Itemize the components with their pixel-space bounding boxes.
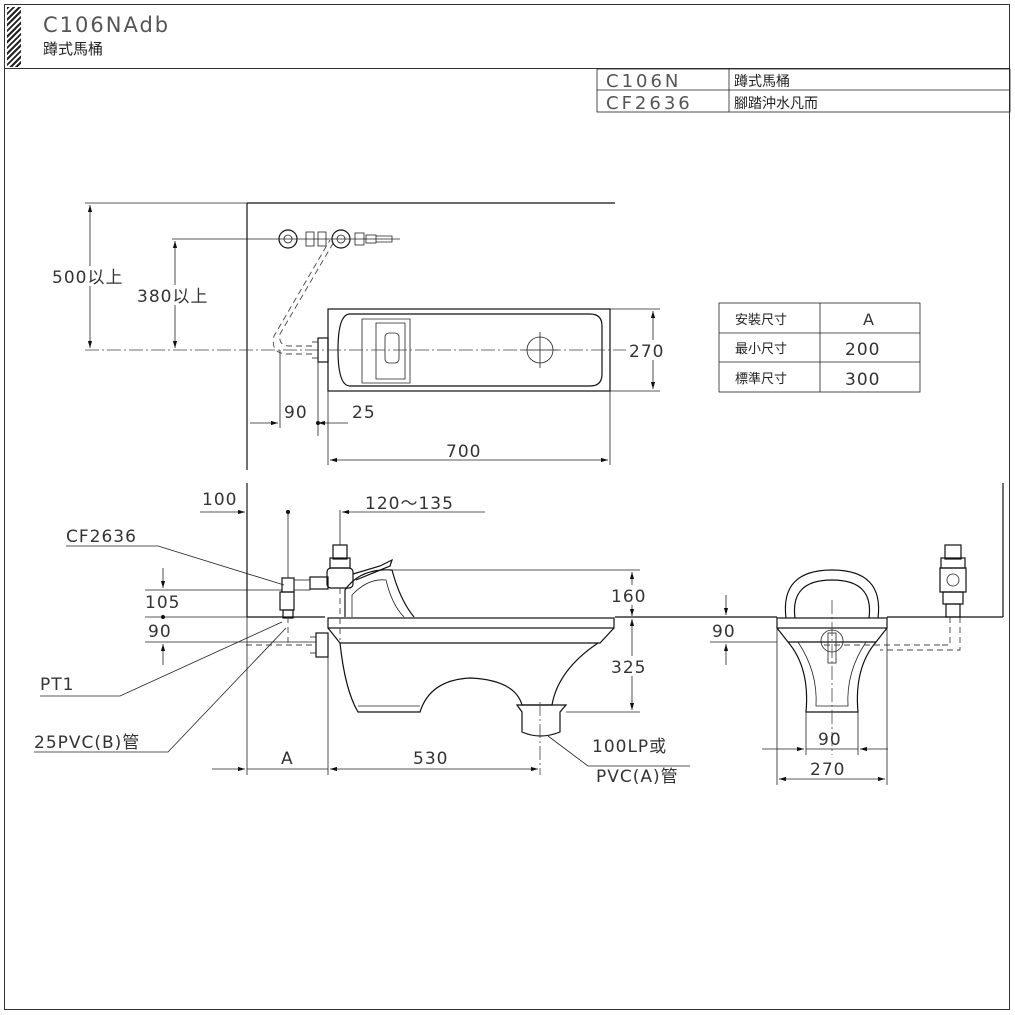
install-header-label: 安裝尺寸	[735, 313, 787, 328]
side-view: 100 120～135 CF2636 105 90 160 325 PT1 25…	[34, 483, 690, 787]
install-row-2-value: 300	[845, 370, 880, 390]
dim-25-top: 25	[352, 403, 376, 423]
dim-700: 700	[446, 442, 481, 462]
label-pt1: PT1	[40, 675, 74, 695]
install-table: 安裝尺寸 A 最小尺寸 200 標準尺寸 300	[718, 302, 921, 393]
dim-380: 380以上	[137, 287, 208, 307]
parts-code-1: C106N	[606, 71, 681, 92]
label-drain-2: PVC(A)管	[596, 767, 679, 787]
dim-90-side: 90	[148, 622, 172, 642]
dim-530: 530	[413, 749, 448, 769]
dim-270-front: 270	[810, 760, 845, 780]
dim-105: 105	[145, 593, 180, 613]
model-code: C106NAdb	[43, 13, 171, 37]
dim-a: A	[281, 749, 294, 769]
install-header-value: A	[863, 310, 875, 329]
hatch-bar	[7, 7, 21, 67]
dim-90-top: 90	[284, 403, 308, 423]
dim-100: 100	[202, 490, 237, 510]
dim-120-135: 120～135	[365, 494, 454, 514]
install-row-2-label: 標準尺寸	[735, 371, 787, 387]
dim-90-front-bottom: 90	[818, 730, 842, 750]
parts-table: C106N 蹲式馬桶 CF2636 腳踏沖水凡而	[596, 68, 1011, 114]
dim-500: 500以上	[52, 268, 123, 288]
title-block: C106NAdb 蹲式馬桶	[5, 5, 1009, 69]
parts-name-2: 腳踏沖水凡而	[734, 96, 818, 112]
front-view: 90 90 270	[656, 483, 1004, 785]
drawing-frame: C106NAdb 蹲式馬桶	[4, 4, 1010, 1010]
install-row-1-label: 最小尺寸	[735, 342, 787, 357]
parts-name-1: 蹲式馬桶	[734, 74, 790, 90]
dim-160: 160	[611, 587, 646, 607]
label-cf2636: CF2636	[66, 527, 137, 547]
dim-325: 325	[611, 658, 646, 678]
label-25pvc: 25PVC(B)管	[34, 733, 140, 753]
top-view: 500以上 380以上 270 90 25 700	[50, 202, 676, 470]
parts-code-2: CF2636	[606, 93, 693, 114]
dim-270-top: 270	[629, 342, 664, 362]
install-row-1-value: 200	[845, 340, 880, 360]
dim-90-front-left: 90	[712, 622, 736, 642]
model-name: 蹲式馬桶	[43, 40, 104, 58]
label-drain-1: 100LP或	[592, 737, 667, 757]
